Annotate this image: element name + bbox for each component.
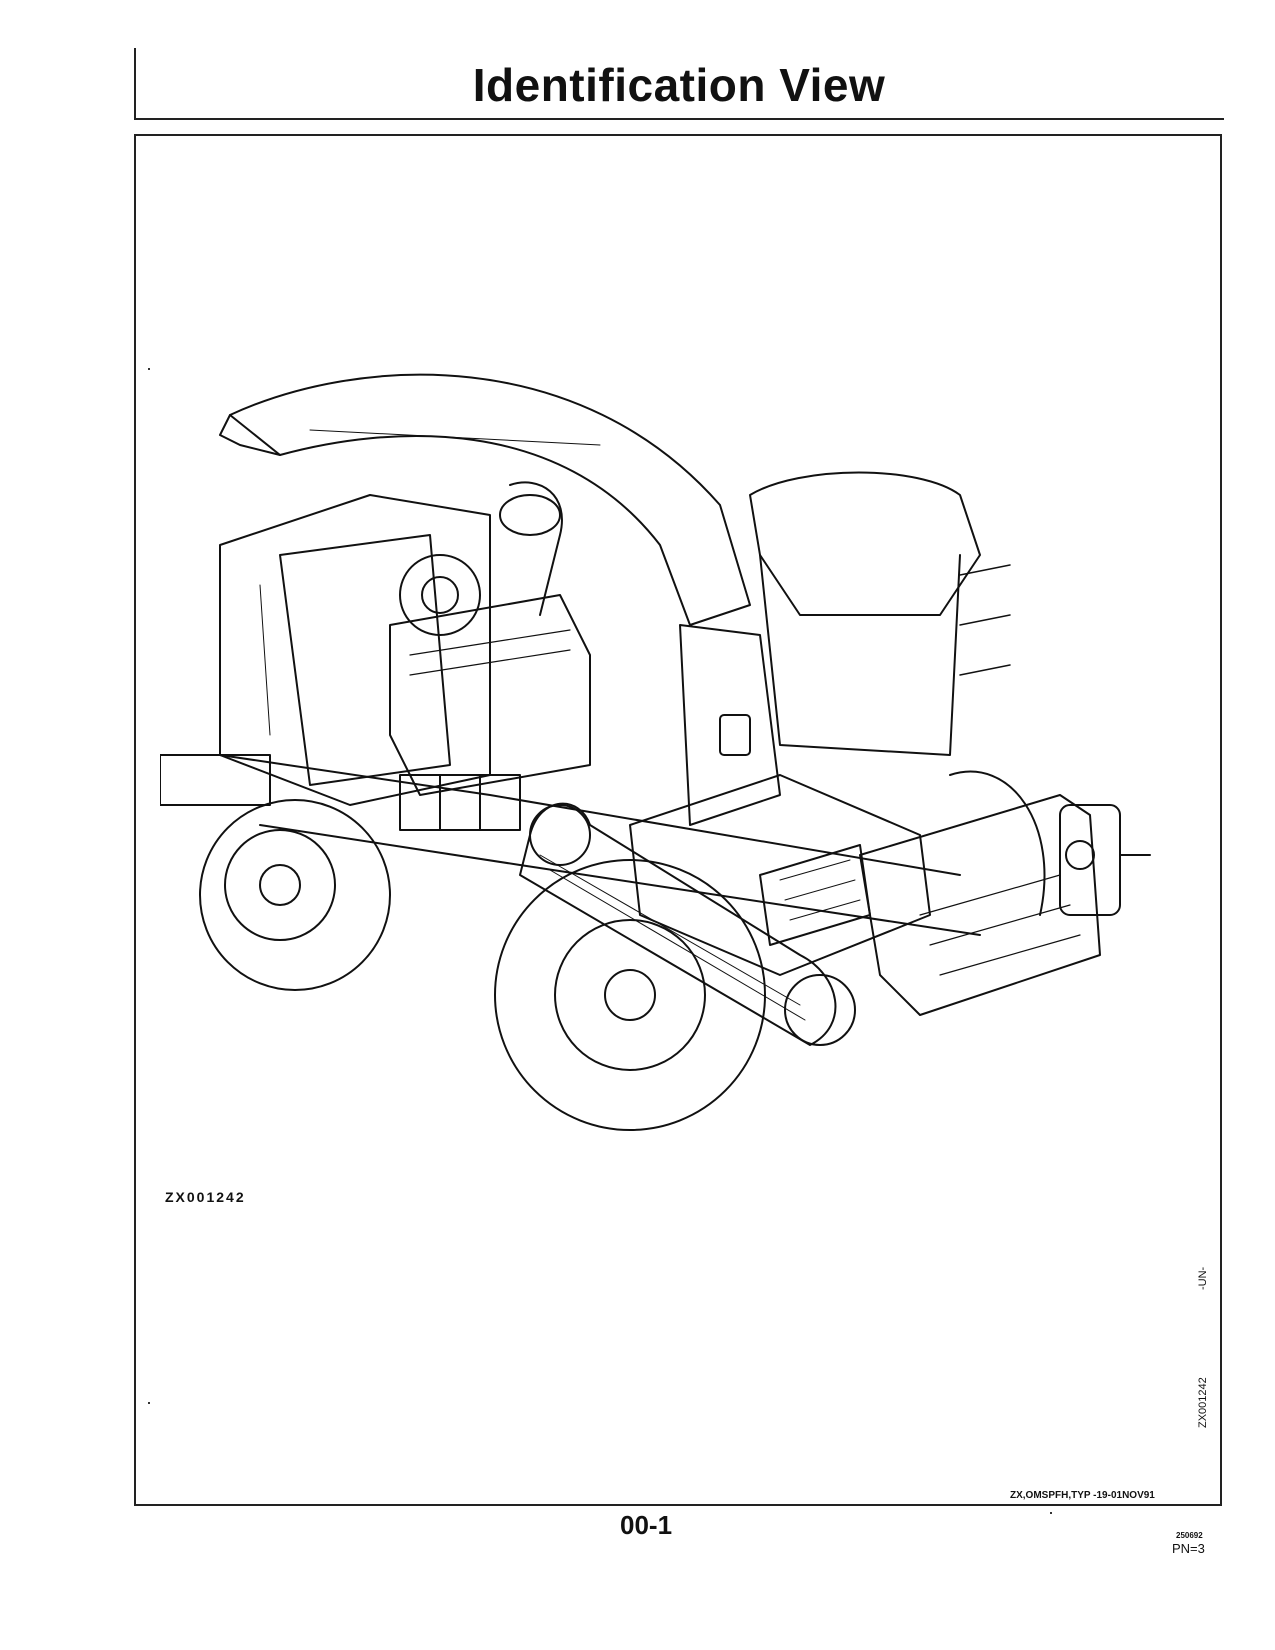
- page-count-label: PN=3: [1172, 1541, 1205, 1556]
- page-number: 00-1: [620, 1510, 673, 1540]
- forage-harvester-illustration: [160, 373, 1151, 1131]
- header-rule-left: [134, 48, 136, 120]
- figure-id-label: ZX001242: [165, 1189, 246, 1205]
- side-suffix-label: -UN-: [1197, 1266, 1209, 1290]
- side-figure-code: ZX001242: [1197, 1377, 1209, 1428]
- scan-speck: [148, 368, 150, 370]
- page-title: Identification View: [472, 59, 886, 111]
- header-rule-bottom: [134, 118, 1224, 120]
- figure-frame: [134, 134, 1222, 1506]
- document-code: 250692: [1176, 1531, 1203, 1540]
- scan-speck: [1050, 1512, 1052, 1514]
- scan-speck: [148, 1402, 150, 1404]
- document-reference: ZX,OMSPFH,TYP -19-01NOV91: [1010, 1490, 1155, 1501]
